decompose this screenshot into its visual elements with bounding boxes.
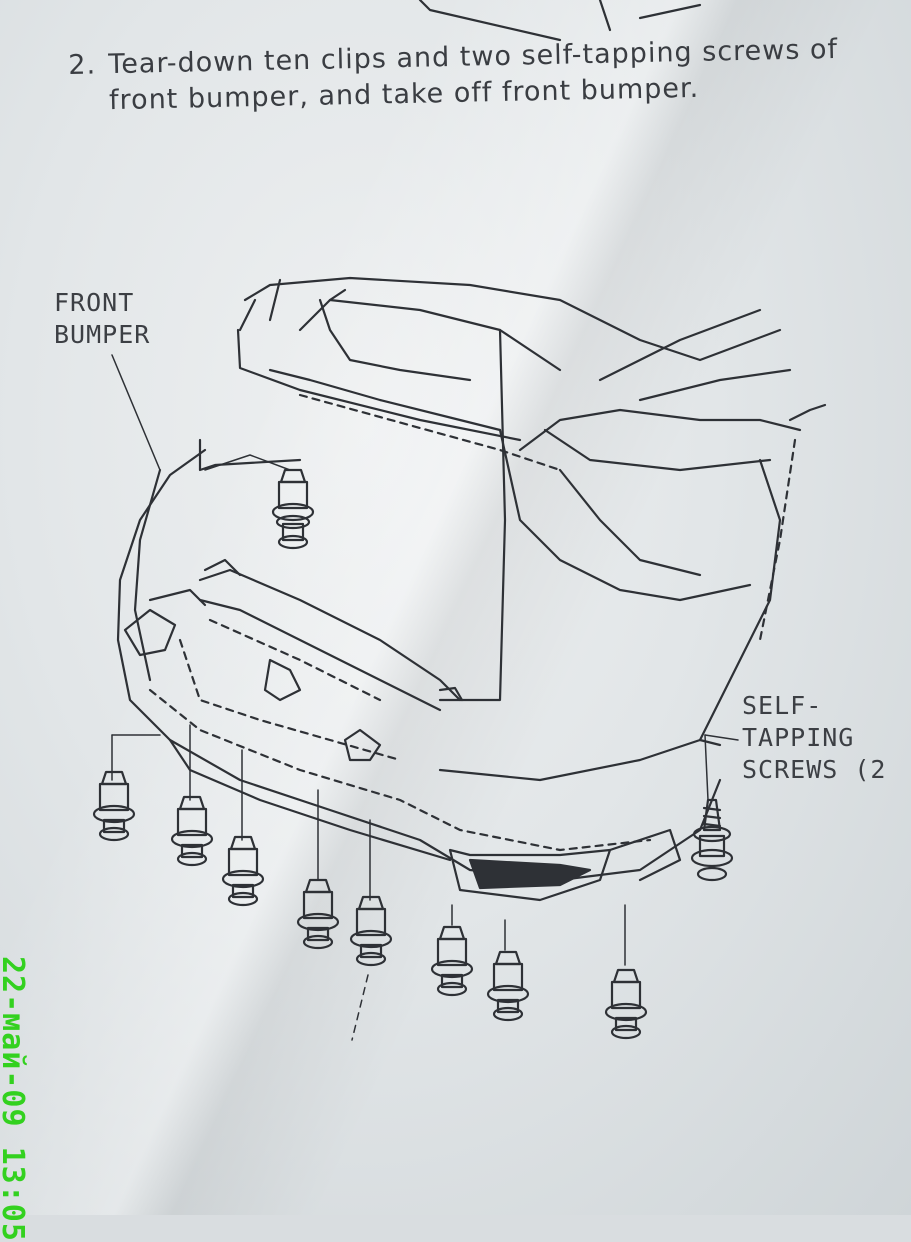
previous-figure-remnant (418, 0, 702, 42)
leader-lines (111, 354, 739, 1041)
clip-icon (604, 968, 648, 1040)
clip-icon (221, 835, 265, 907)
fastener-clips (92, 468, 648, 1040)
car-body-structure (236, 276, 827, 742)
clip-icon (296, 878, 340, 950)
grille-reinforcement (123, 558, 464, 762)
clip-icon (92, 770, 136, 842)
clip-icon (430, 925, 474, 997)
self-tapping-screws-label: SELF- TAPPING SCREWS (2 (742, 691, 887, 784)
self-tapping-screws (690, 798, 734, 882)
paper-sheet (0, 0, 911, 1215)
paper-fold-shading (0, 0, 911, 1215)
clip-icon (486, 950, 530, 1022)
clip-icon (349, 895, 393, 967)
clip-icon (170, 795, 214, 867)
camera-timestamp: 22-май-09 13:05 (0, 956, 30, 1242)
screw-icon (690, 798, 734, 882)
front-bumper-label: FRONT BUMPER (54, 288, 151, 349)
front-bumper-cover (116, 438, 722, 902)
bumper-removal-diagram (92, 0, 827, 1041)
clip-icon (271, 468, 315, 550)
